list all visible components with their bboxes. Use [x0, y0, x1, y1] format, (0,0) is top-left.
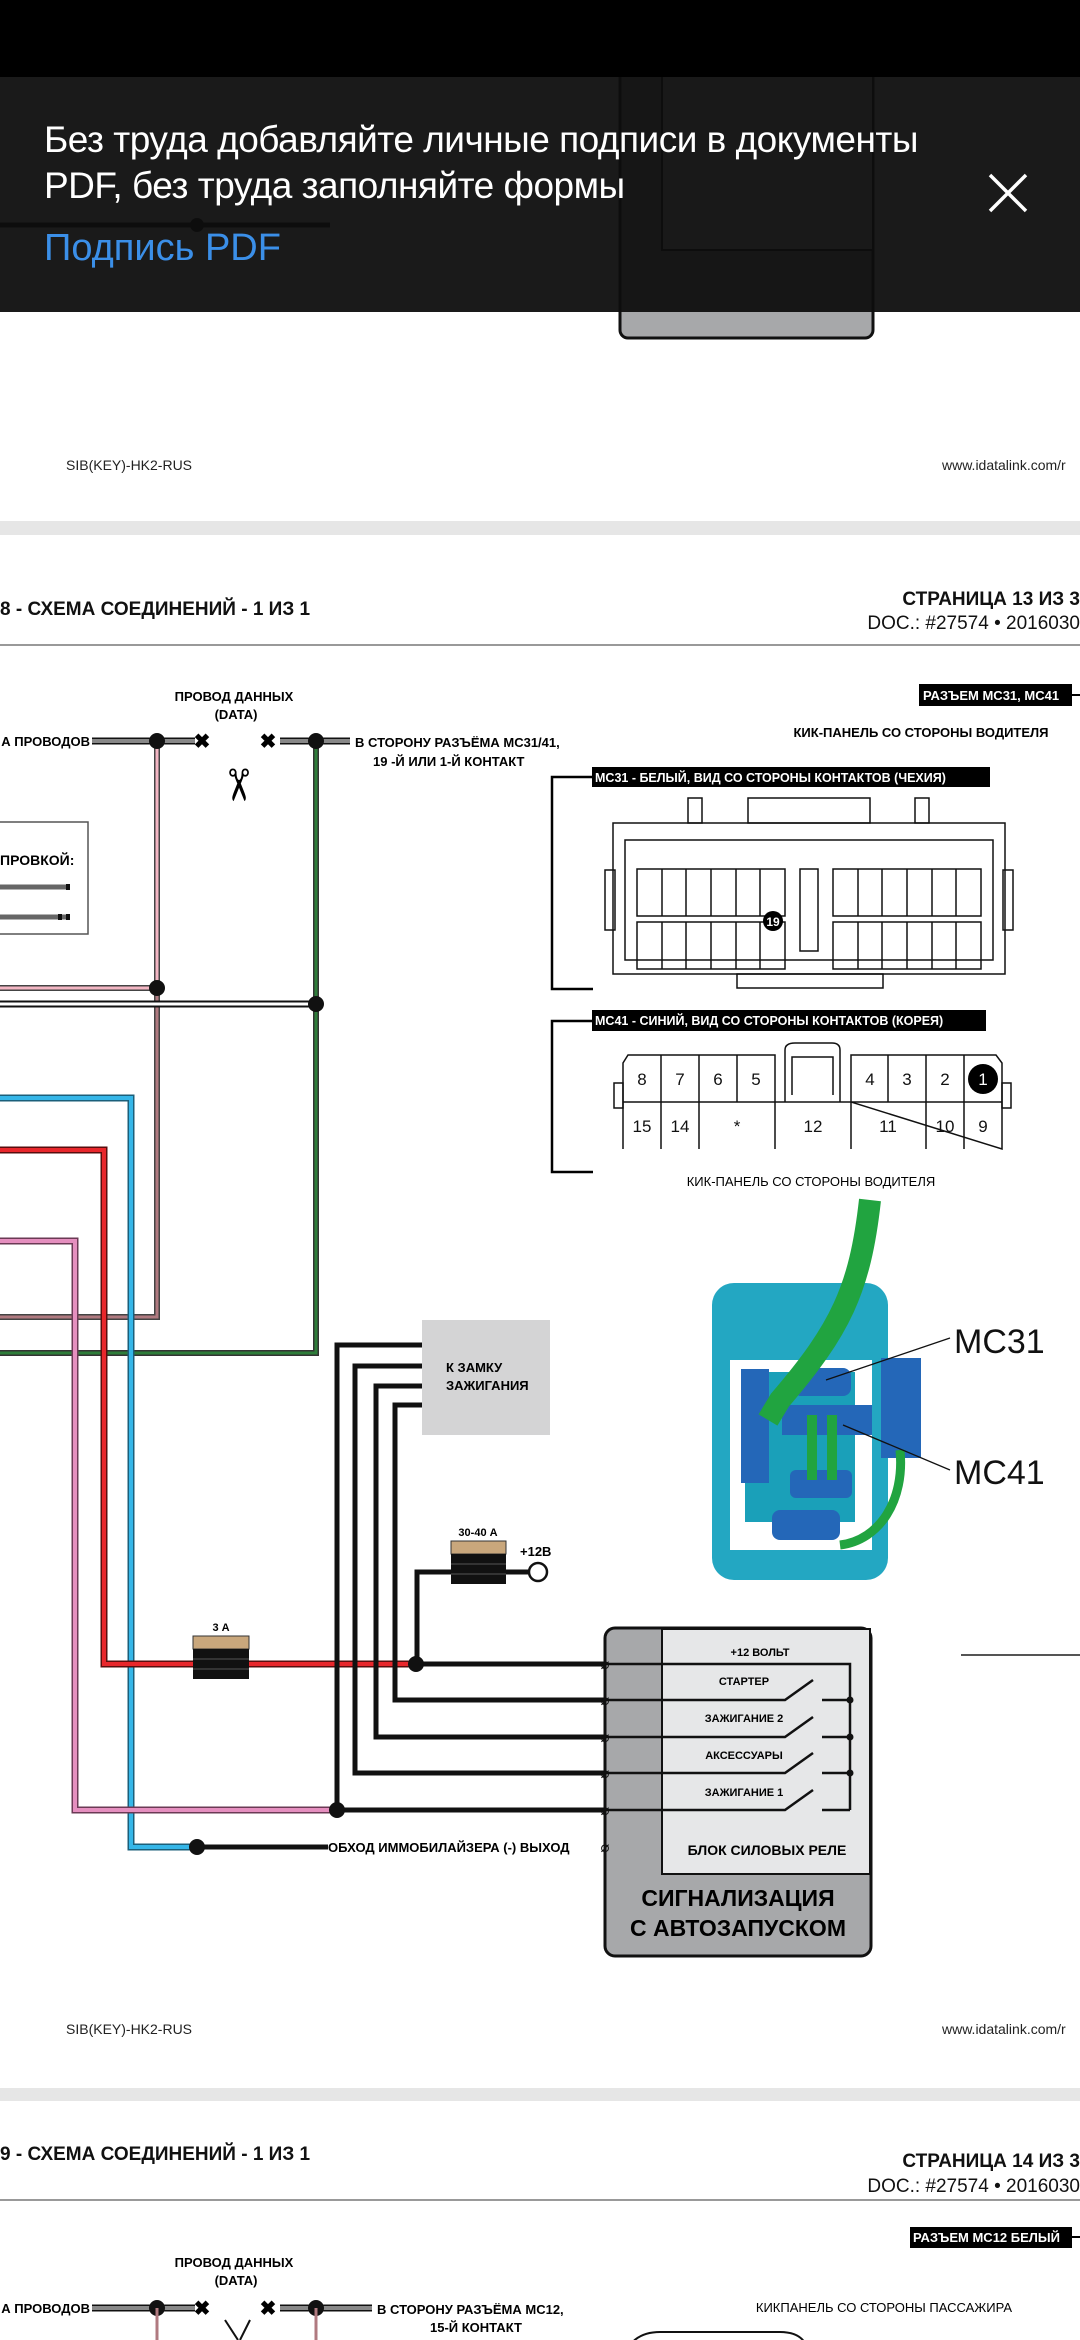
svg-text:3 А: 3 А: [212, 1622, 229, 1634]
scissors-icon: [224, 2319, 251, 2340]
svg-text:РАЗЪЕМ МС31, МС41: РАЗЪЕМ МС31, МС41: [923, 688, 1059, 703]
mc41-pin: 3: [902, 1070, 911, 1089]
svg-text:МС31 - БЕЛЫЙ, ВИД СО СТОРОНЫ К: МС31 - БЕЛЫЙ, ВИД СО СТОРОНЫ КОНТАКТОВ (…: [595, 770, 946, 785]
alarm-unit: ⌀ ⌀ ⌀ ⌀ ⌀ ⌀ +12 ВОЛЬТ СТАРТЕР ЗАЖИГАНИЕ 2 АКС…: [600, 1626, 873, 1958]
page-separator: [0, 2088, 1080, 2101]
page-number: СТРАНИЦА 14 ИЗ 3: [902, 2151, 1080, 2172]
svg-text:⌀: ⌀: [600, 1656, 609, 1673]
data-wire: ПРОВОД ДАННЫХ (DATA) А ПРОВОДОВ ✖ ✖ ✂ В …: [1, 689, 559, 803]
wiring: [0, 733, 604, 1855]
svg-text:⌀: ⌀: [600, 1839, 609, 1856]
mc31-connector: [604, 797, 1014, 989]
mc41-pin: 6: [713, 1070, 722, 1089]
mc41-pin: 4: [865, 1070, 874, 1089]
svg-text:В СТОРОНУ РАЗЪЁМА МС31/41,: В СТОРОНУ РАЗЪЁМА МС31/41,: [355, 735, 560, 750]
connector-section: РАЗЪЕМ МС31, МС41 КИК-ПАНЕЛЬ СО СТОРОНЫ …: [550, 684, 1080, 1189]
mc41-pin: *: [734, 1117, 741, 1136]
status-bar: [0, 0, 1080, 77]
close-icon: [988, 173, 1028, 213]
mc41-pin: 5: [751, 1070, 760, 1089]
mc41-pin: 12: [804, 1117, 823, 1136]
svg-text:КИКПАНЕЛЬ СО СТОРОНЫ ПАССАЖИРА: КИКПАНЕЛЬ СО СТОРОНЫ ПАССАЖИРА: [756, 2300, 1013, 2315]
ignition-switch-box: [422, 1320, 550, 1435]
svg-text:+12 ВОЛЬТ: +12 ВОЛЬТ: [731, 1647, 790, 1659]
promo-banner: Без труда добавляйте личные подписи в до…: [0, 77, 1080, 312]
svg-text:В СТОРОНУ РАЗЪЁМА МС12,: В СТОРОНУ РАЗЪЁМА МС12,: [377, 2302, 564, 2317]
footer-url[interactable]: www.idatalink.com/r: [941, 2021, 1066, 2037]
svg-text:ПРОВОД ДАННЫХ: ПРОВОД ДАННЫХ: [175, 689, 294, 704]
svg-text:15-Й КОНТАКТ: 15-Й КОНТАКТ: [430, 2320, 522, 2335]
svg-text:С АВТОЗАПУСКОМ: С АВТОЗАПУСКОМ: [630, 1915, 846, 1941]
mc41-pin: 11: [879, 1117, 897, 1136]
svg-text:АКСЕССУАРЫ: АКСЕССУАРЫ: [705, 1750, 783, 1762]
svg-text:СТАРТЕР: СТАРТЕР: [719, 1676, 769, 1688]
mc41-pin: 2: [940, 1070, 949, 1089]
doc-number: DOC.: #27574 • 2016030: [867, 613, 1080, 634]
svg-text:МС41 - СИНИЙ, ВИД СО СТОРОНЫ К: МС41 - СИНИЙ, ВИД СО СТОРОНЫ КОНТАКТОВ (…: [595, 1013, 943, 1028]
svg-text:ЗАЖИГАНИЯ: ЗАЖИГАНИЯ: [446, 1378, 529, 1393]
mc41-pin: 1: [978, 1070, 987, 1089]
page-number: СТРАНИЦА 13 ИЗ 3: [902, 589, 1080, 610]
photo-label-mc31: MC31: [954, 1323, 1045, 1361]
svg-text:ПРОВКОЙ:: ПРОВКОЙ:: [0, 851, 74, 868]
svg-text:БЛОК СИЛОВЫХ РЕЛЕ: БЛОК СИЛОВЫХ РЕЛЕ: [688, 1842, 847, 1858]
mc41-pin: 10: [936, 1117, 955, 1136]
mc41-pin: 14: [671, 1117, 690, 1136]
mc41-pin: 15: [633, 1117, 652, 1136]
svg-text:А ПРОВОДОВ: А ПРОВОДОВ: [1, 734, 90, 749]
cut-mark-icon: ✖: [194, 731, 211, 753]
svg-text:КИК-ПАНЕЛЬ СО СТОРОНЫ ВОДИТЕЛЯ: КИК-ПАНЕЛЬ СО СТОРОНЫ ВОДИТЕЛЯ: [793, 725, 1048, 740]
svg-text:(DATA): (DATA): [215, 2273, 258, 2288]
svg-text:А ПРОВОДОВ: А ПРОВОДОВ: [1, 2301, 90, 2316]
svg-text:19: 19: [766, 915, 780, 929]
page-title: 9 - СХЕМА СОЕДИНЕНИЙ - 1 ИЗ 1: [0, 2143, 311, 2165]
banner-message: Без труда добавляйте личные подписи в до…: [44, 119, 918, 206]
page-13: 8 - СХЕМА СОЕДИНЕНИЙ - 1 ИЗ 1 СТРАНИЦА 1…: [0, 589, 1080, 2037]
fuse-icon: 3 А: [192, 1622, 250, 1679]
close-banner-button[interactable]: [980, 165, 1036, 221]
svg-text:⌀: ⌀: [600, 1692, 609, 1709]
svg-text:(DATA): (DATA): [215, 707, 258, 722]
mc41-connector: [613, 1042, 1012, 1151]
fuse-icon: 30-40 А +12В: [450, 1527, 551, 1584]
mc41-pin: 9: [978, 1117, 987, 1136]
svg-text:+12В: +12В: [520, 1544, 551, 1559]
scissors-icon: ✂: [213, 767, 262, 804]
page-title: 8 - СХЕМА СОЕДИНЕНИЙ - 1 ИЗ 1: [0, 598, 311, 620]
svg-text:⌀: ⌀: [600, 1765, 609, 1782]
svg-text:РАЗЪЕМ МС12 БЕЛЫЙ: РАЗЪЕМ МС12 БЕЛЫЙ: [913, 2230, 1060, 2245]
sign-pdf-link[interactable]: Подпись PDF: [44, 227, 281, 269]
terminal-icon: ⌀ ⌀ ⌀ ⌀ ⌀ ⌀: [600, 1656, 609, 1856]
immobilizer-label: ОБХОД ИММОБИЛАЙЗЕРА (-) ВЫХОД: [328, 1840, 570, 1855]
svg-text:30-40 А: 30-40 А: [458, 1527, 497, 1539]
svg-text:ЗАЖИГАНИЕ 2: ЗАЖИГАНИЕ 2: [705, 1713, 784, 1725]
mc41-pin: 8: [637, 1070, 646, 1089]
cut-mark-icon: ✖: [194, 2298, 211, 2320]
svg-text:⌀: ⌀: [600, 1729, 609, 1746]
footer-url[interactable]: www.idatalink.com/r: [941, 457, 1066, 473]
mc41-pin: 7: [675, 1070, 684, 1089]
cut-mark-icon: ✖: [260, 731, 277, 753]
page-separator: [0, 521, 1080, 535]
legend-box: ПРОВКОЙ:: [0, 821, 89, 935]
doc-number: DOC.: #27574 • 2016030: [867, 2176, 1080, 2197]
cut-mark-icon: ✖: [260, 2298, 277, 2320]
svg-text:СИГНАЛИЗАЦИЯ: СИГНАЛИЗАЦИЯ: [641, 1885, 834, 1911]
photo-label-mc41: MC41: [954, 1454, 1045, 1492]
fuse-box-photo: MC31 MC41: [712, 1198, 1045, 1580]
page-14: 9 - СХЕМА СОЕДИНЕНИЙ - 1 ИЗ 1 СТРАНИЦА 1…: [0, 2143, 1080, 2340]
footer-doc-code: SIB(KEY)-HK2-RUS: [66, 457, 192, 473]
svg-text:ПРОВОД ДАННЫХ: ПРОВОД ДАННЫХ: [175, 2255, 294, 2270]
svg-text:ЗАЖИГАНИЕ 1: ЗАЖИГАНИЕ 1: [705, 1787, 784, 1799]
svg-text:⌀: ⌀: [600, 1802, 609, 1819]
svg-text:К ЗАМКУ: К ЗАМКУ: [446, 1360, 503, 1375]
svg-text:19 -Й ИЛИ 1-Й КОНТАКТ: 19 -Й ИЛИ 1-Й КОНТАКТ: [373, 754, 524, 769]
svg-text:КИК-ПАНЕЛЬ СО СТОРОНЫ ВОДИТЕЛЯ: КИК-ПАНЕЛЬ СО СТОРОНЫ ВОДИТЕЛЯ: [687, 1174, 936, 1189]
footer-doc-code: SIB(KEY)-HK2-RUS: [66, 2021, 192, 2037]
